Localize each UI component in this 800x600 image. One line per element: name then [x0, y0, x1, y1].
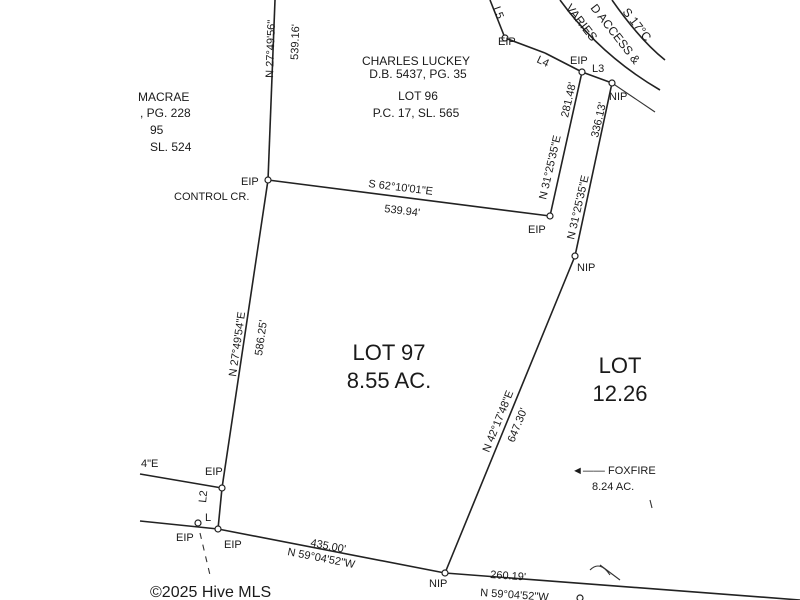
pin-eip-top	[578, 68, 586, 76]
dashed-line	[199, 532, 211, 576]
l4-label: L4	[535, 54, 551, 70]
pin-eip-southwest	[214, 525, 222, 533]
tick-mark	[649, 499, 653, 509]
control-corner-label: CONTROL CR.	[174, 191, 249, 203]
l2-label: L2	[197, 490, 210, 503]
west-boundary	[221, 179, 269, 489]
south-extension	[444, 572, 800, 600]
l1-label: L	[205, 512, 211, 524]
l1-segment	[139, 520, 219, 530]
southeast-boundary	[444, 255, 576, 574]
right-lot-name: LOT	[599, 353, 642, 378]
south-boundary	[217, 528, 446, 574]
pin-eip-west	[218, 484, 226, 492]
nip-label-south: NIP	[429, 578, 447, 590]
pin-eip-l4	[501, 34, 509, 42]
right-lot-area: 12.26	[592, 381, 647, 406]
pin-control-corner	[264, 176, 272, 184]
southeast-distance: 647.30'	[506, 406, 531, 444]
eip-label-top: EIP	[570, 55, 588, 67]
eip-label-control: EIP	[241, 176, 259, 188]
left-owner-plat: SL. 524	[150, 140, 192, 154]
watermark: ©2025 Hive MLS	[150, 584, 271, 600]
west-line-bearing: N 27°49'54"E	[227, 311, 248, 377]
pin-nip-top	[608, 79, 616, 87]
pin-eip-far-southwest	[194, 519, 202, 527]
l3-label: L3	[592, 63, 604, 75]
road-edge-1	[559, 0, 661, 91]
l2-segment	[217, 487, 223, 530]
left-stub-bearing: 4"E	[141, 458, 158, 470]
south-ext-distance: 260.19'	[490, 569, 526, 583]
eip-label-l4: EIP	[498, 36, 516, 48]
left-owner-name: MACRAE	[138, 90, 189, 104]
pin-eip-north	[546, 212, 554, 220]
north-line-distance: 539.94'	[384, 203, 421, 219]
west-line-distance: 586.25'	[253, 319, 270, 356]
pins	[194, 34, 616, 600]
west-boundary-upper	[267, 0, 276, 181]
top-owner-plat: P.C. 17, SL. 565	[373, 106, 460, 120]
east-upper-bearing: N 31°25'35"E	[537, 134, 563, 200]
l5-segment	[489, 0, 506, 39]
foxfire-name: FOXFIRE	[608, 465, 656, 477]
l5-label: L5	[490, 5, 505, 21]
boundary-lines	[139, 0, 800, 600]
road-edge-3	[611, 82, 656, 113]
pin-nip-east	[571, 252, 579, 260]
north-line-bearing: S 62°10'01"E	[368, 178, 434, 198]
pin-bottom-right	[576, 594, 584, 600]
east-inner-line	[549, 71, 583, 217]
eip-label-far-southwest: EIP	[176, 532, 194, 544]
left-owner-deed: , PG. 228	[140, 106, 191, 120]
top-owner-deed: D.B. 5437, PG. 35	[369, 67, 467, 81]
left-stub-line	[139, 473, 223, 489]
nip-label-top: NIP	[609, 91, 627, 103]
north-arrow-scribble	[589, 564, 621, 581]
nip-label-east: NIP	[577, 262, 595, 274]
eip-label-southwest: EIP	[224, 539, 242, 551]
eip-label-west: EIP	[205, 466, 223, 478]
l4-extension	[504, 37, 546, 54]
foxfire-area: 8.24 AC.	[592, 481, 634, 493]
l3-segment	[581, 71, 613, 84]
left-owner-lot: 95	[150, 123, 164, 137]
main-lot-name: LOT 97	[353, 340, 426, 365]
top-owner-lot: LOT 96	[398, 89, 438, 103]
l4-segment	[544, 52, 583, 73]
east-outer-line	[574, 82, 613, 257]
east-outer-bearing: N 31°25'35"E	[565, 174, 591, 240]
main-lot-area: 8.55 AC.	[347, 368, 431, 393]
pin-nip-south	[441, 569, 449, 577]
eip-label-north: EIP	[528, 224, 546, 236]
foxfire-arrow-icon: ◄——	[572, 465, 605, 477]
south-ext-bearing: N 59°04'52"W	[480, 587, 550, 600]
east-outer-distance: 336.13'	[589, 101, 609, 139]
road-edge-2	[611, 0, 666, 61]
top-owner-name: CHARLES LUCKEY	[362, 54, 470, 68]
top-left-bearing: N 27°49'56"	[264, 20, 278, 79]
top-left-distance: 539.16'	[289, 24, 302, 60]
north-boundary	[267, 179, 551, 217]
